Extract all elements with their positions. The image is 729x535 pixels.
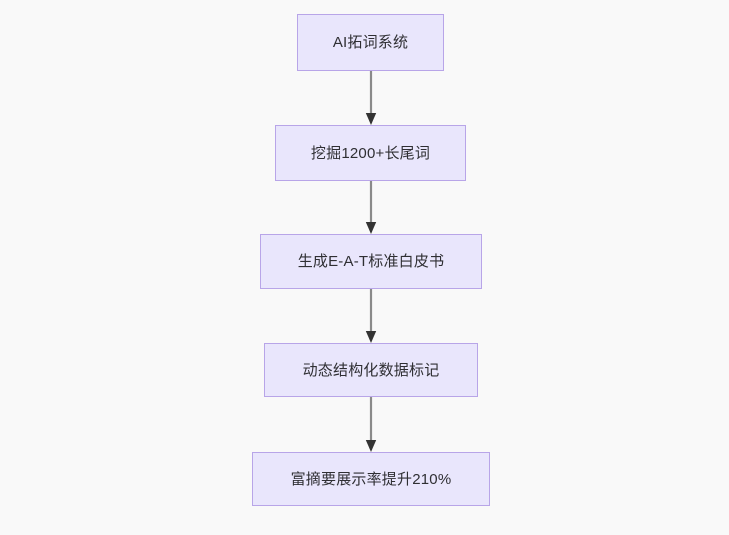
flow-node-generate-eat-whitepaper[interactable]: 生成E-A-T标准白皮书 <box>260 234 482 289</box>
connector-node-4-to-node-5 <box>364 397 378 452</box>
flow-node-rich-snippet-impression-uplift[interactable]: 富摘要展示率提升210% <box>252 452 490 506</box>
flow-node-label: 生成E-A-T标准白皮书 <box>297 253 445 270</box>
flow-node-label: 动态结构化数据标记 <box>302 361 440 379</box>
connector-node-2-to-node-3 <box>364 181 378 234</box>
flow-node-dynamic-structured-data-markup[interactable]: 动态结构化数据标记 <box>264 343 478 397</box>
connector-node-1-to-node-2 <box>364 71 378 125</box>
flow-node-mine-longtail-keywords[interactable]: 挖掘1200+长尾词 <box>275 125 466 181</box>
connector-node-3-to-node-4 <box>364 289 378 343</box>
flow-node-label: 富摘要展示率提升210% <box>290 470 452 488</box>
flow-node-label: 挖掘1200+长尾词 <box>310 144 431 162</box>
flow-node-ai-keyword-system[interactable]: AI拓词系统 <box>297 14 444 71</box>
flow-node-label: AI拓词系统 <box>332 34 409 51</box>
